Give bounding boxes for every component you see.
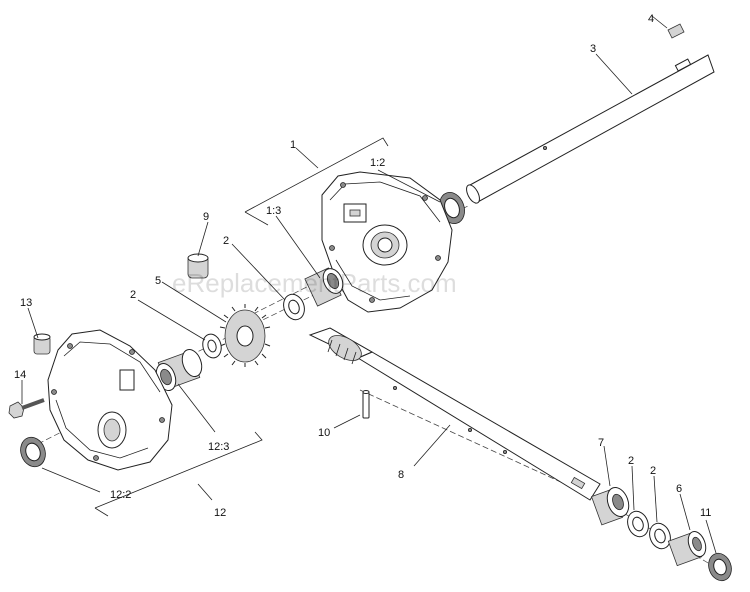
nut-part-13[interactable]: [33, 333, 51, 355]
gear-part-5[interactable]: [219, 304, 271, 367]
bushing-part-6[interactable]: [667, 529, 709, 567]
label-2b: 2: [130, 289, 136, 301]
label-11: 11: [700, 507, 711, 519]
seal-part-12-2[interactable]: [17, 434, 50, 470]
washer-part-2-lower-b[interactable]: [646, 520, 674, 551]
label-12-2: 12:2: [110, 489, 131, 501]
bolt-part-14[interactable]: [8, 398, 45, 419]
seal-part-11[interactable]: [705, 550, 735, 584]
pin-part-10[interactable]: [362, 390, 370, 419]
label-12: 12: [214, 507, 226, 519]
label-13: 13: [20, 297, 32, 309]
washer-part-2-middle[interactable]: [200, 332, 224, 360]
leader-lines: [21, 15, 717, 554]
bearing-part-7[interactable]: [591, 484, 633, 526]
bushing-part-12-3[interactable]: [153, 347, 205, 393]
key-part-4[interactable]: [667, 23, 685, 39]
label-7: 7: [598, 437, 604, 449]
label-4: 4: [648, 13, 654, 25]
label-14: 14: [14, 369, 26, 381]
label-2a: 2: [223, 235, 229, 247]
group-bracket-12: [94, 431, 263, 517]
label-1-3: 1:3: [266, 205, 281, 217]
washer-part-2-lower-a[interactable]: [624, 508, 652, 539]
worm-gear: [327, 335, 362, 365]
label-8: 8: [398, 469, 404, 481]
label-2d: 2: [650, 465, 656, 477]
label-10: 10: [318, 427, 330, 439]
callout-labels: 1 1:2 1:3 2 2 2 2 3 4 5 6 7 8 9 10 11 12…: [14, 13, 711, 519]
label-3: 3: [590, 43, 596, 55]
label-1: 1: [290, 139, 296, 151]
watermark: eReplacementParts.com: [172, 268, 457, 298]
label-1-2: 1:2: [370, 157, 385, 169]
left-housing-part-12[interactable]: [47, 329, 173, 471]
group-bracket-1: [244, 137, 389, 226]
upper-shaft[interactable]: [464, 54, 715, 205]
bushing-part-1-3[interactable]: [304, 265, 347, 307]
lower-shaft-part-8[interactable]: [308, 327, 601, 501]
label-2c: 2: [628, 455, 634, 467]
label-9: 9: [203, 211, 209, 223]
bushing-part-9[interactable]: [187, 253, 209, 279]
label-6: 6: [676, 483, 682, 495]
washer-part-2-upper[interactable]: [280, 291, 308, 322]
label-5: 5: [155, 275, 161, 287]
label-12-3: 12:3: [208, 441, 229, 453]
